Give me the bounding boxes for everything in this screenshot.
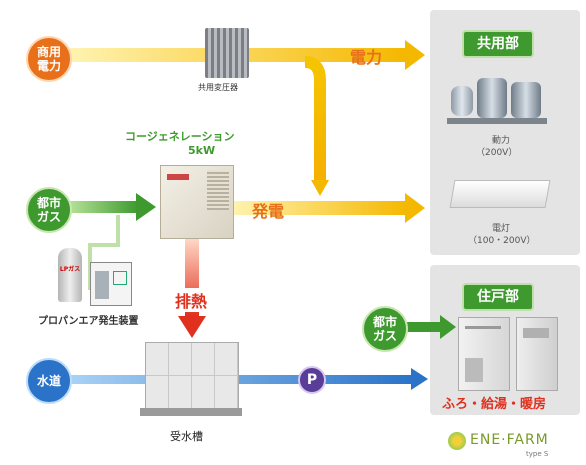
enefarm-logo: ENE·FARM type S (448, 430, 558, 462)
residence-city-gas-badge: 都市 ガス (362, 306, 408, 352)
cogeneration-unit-icon (160, 165, 234, 239)
water-badge: 水道 (26, 358, 72, 404)
transformer-label: 共用変圧器 (198, 83, 238, 92)
propane-system-label: プロパンエア発生装置 (38, 316, 139, 327)
lp-gas-tank-icon: LPガス (58, 248, 82, 302)
generation-flow-arrow (232, 201, 407, 215)
lp-gas-label: LPガス (59, 266, 81, 273)
common-area-title: 共用部 (462, 30, 534, 58)
exhaust-heat-label: 排熱 (173, 288, 210, 312)
water-flow-arrow (68, 375, 413, 384)
residence-title: 住戸部 (462, 283, 534, 311)
city-gas-flow-arrow (68, 201, 138, 213)
cogeneration-capacity: 5kW (188, 144, 216, 157)
fuel-cell-unit-icon (458, 317, 510, 391)
city-gas-badge: 都市 ガス (26, 187, 72, 233)
residence-uses-label: ふろ・給湯・暖房 (442, 397, 547, 412)
leaf-icon (448, 432, 466, 450)
enefarm-logo-type: type S (526, 450, 549, 458)
light-usage-label: 電灯 (492, 224, 511, 234)
pump-icon: P (298, 366, 326, 394)
power-label: 電力 (350, 48, 383, 67)
generation-label: 発電 (252, 202, 285, 221)
power-voltage-label: （200V） (476, 148, 518, 158)
commercial-power-badge: 商用 電力 (26, 36, 72, 82)
propane-air-generator-icon (90, 262, 132, 306)
light-voltage-label: （100・200V） (468, 236, 536, 246)
cogeneration-title: コージェネレーション (125, 130, 235, 143)
ceiling-light-icon (449, 180, 551, 208)
power-usage-label: 動力 (492, 136, 511, 146)
water-tank-icon (145, 342, 239, 410)
hot-water-unit-icon (516, 317, 558, 391)
enefarm-logo-name: ENE·FARM (470, 432, 549, 448)
pump-equipment-icon (447, 72, 547, 128)
residence-gas-arrow (406, 322, 442, 332)
water-tank-label: 受水槽 (170, 430, 203, 443)
transformer-icon (205, 28, 249, 78)
water-tank-base (140, 408, 242, 416)
